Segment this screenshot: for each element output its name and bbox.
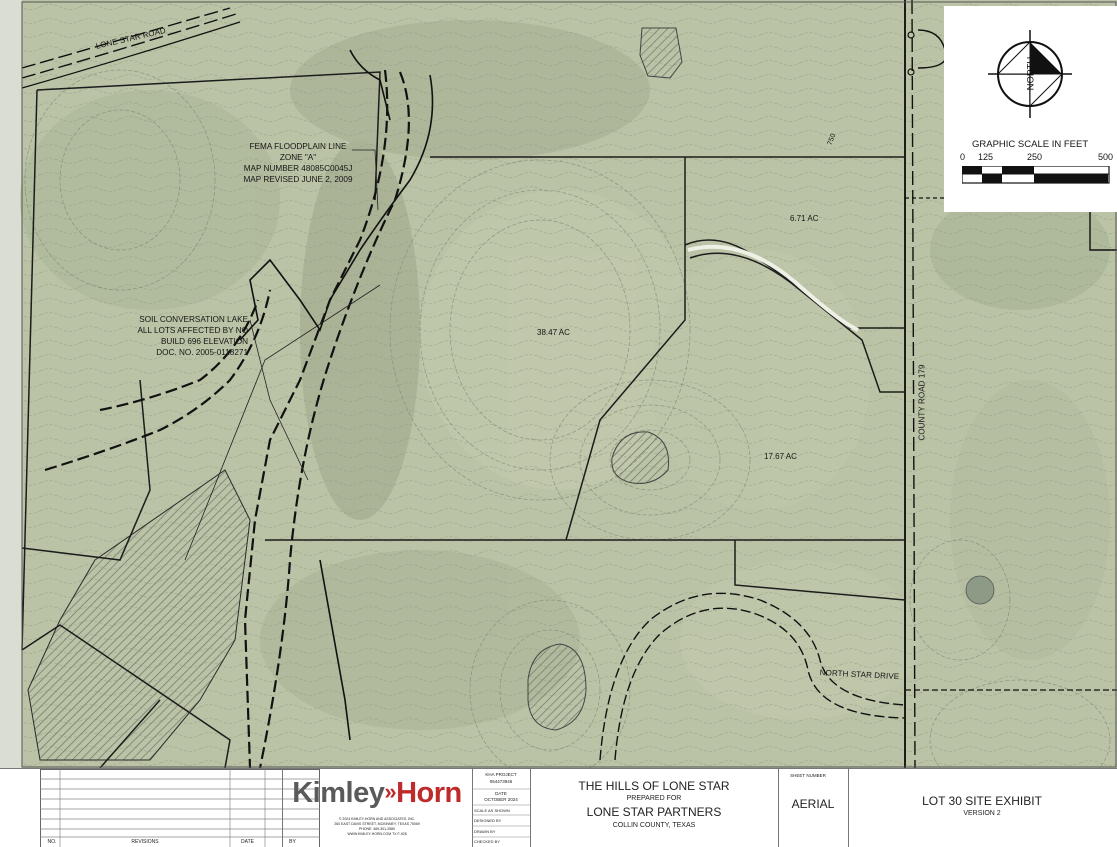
sheet-number-cell [778,769,849,847]
lot-lines [21,0,906,768]
north-arrow-scale-box: NORTH GRAPHIC SCALE IN FEET 0 125 250 50… [944,6,1117,212]
project-title: THE HILLS OF LONE STAR [578,779,730,793]
revisions-label: REVISIONS [131,839,159,845]
lake-southwest [27,469,251,761]
revisions-table [40,769,320,847]
floodplain-note-line-3: MAP NUMBER 48085C0045J [243,164,353,173]
pond-center [611,431,670,484]
date-label: DATE [495,791,507,796]
scale-title: GRAPHIC SCALE IN FEET [972,139,1089,150]
project-info-cell [472,769,531,847]
floodplain-lines [44,69,410,768]
firm-line-2: 260 EAST DAVIS STREET, MCKINNEY, TEXAS 7… [334,822,420,826]
sheet-number-label: SHEET NUMBER [790,773,826,778]
stream-channels [239,49,434,741]
logo-cell [282,769,473,847]
floodplain-note: FEMA FLOODPLAIN LINE ZONE "A" MAP NUMBER… [238,141,358,185]
pond-north [639,27,683,79]
prepared-for-label: PREPARED FOR [626,795,682,802]
firm-address: © 2024 KIMLEY-HORN AND ASSOCIATES, INC. … [290,817,464,837]
scale-tick-500: 500 [1098,152,1114,162]
floodplain-note-line-1: FEMA FLOODPLAIN LINE [249,142,347,151]
kha-project-label: KHA PROJECT [485,772,517,777]
pond-east [965,575,995,605]
revisions-by-label: BY [289,839,296,845]
firm-line-1: © 2024 KIMLEY-HORN AND ASSOCIATES, INC. [338,817,416,821]
lake-note-line-3: BUILD 696 ELEVATION [160,337,248,346]
kha-project-number: 064473946 [489,779,513,784]
aerial-map [0,0,1117,768]
project-info-grid [472,788,530,838]
scale-value: SCALE AS SHOWN [474,808,510,813]
tract-label-17-67: 17.67 AC [764,452,797,461]
project-title-cell [530,769,779,847]
designed-by: DESIGNED BY [474,818,502,823]
lake-note-line-2: ALL LOTS AFFECTED BY NO [137,326,248,335]
revisions-date-label: DATE [241,839,254,845]
date-value: OCTOBER 2024 [484,797,518,802]
note-leaders [184,149,381,561]
sheet-border [21,1,1117,768]
title-block: NO. REVISIONS DATE BY Kimley»Horn © 2024… [0,768,1117,847]
north-arrow-icon [988,30,1072,118]
county-road-179-label: COUNTY ROAD 179 [917,364,927,441]
scale-bar [962,166,1110,184]
checked-by: CHECKED BY [474,839,501,844]
scale-tick-125: 125 [978,152,994,162]
north-label: NORTH [1025,56,1037,91]
scale-tick-0: 0 [960,152,966,162]
lake-note: SOIL CONVERSATION LAKE ALL LOTS AFFECTED… [108,314,248,358]
lake-note-line-1: SOIL CONVERSATION LAKE [139,315,248,324]
lake-note-line-4: DOC. NO. 2005-0118271 [156,348,248,357]
firm-line-4: WWW.KIMLEY-HORN.COM TX F-928 [347,832,407,836]
firm-line-3: PHONE: 469-301-2580 [358,827,396,831]
project-location: COLLIN COUNTY, TEXAS [612,822,696,829]
tract-label-6-71: 6.71 AC [790,214,819,223]
exhibit-title: LOT 30 SITE EXHIBIT [922,794,1042,808]
north-star-drive [599,244,906,761]
sheet-number: AERIAL [791,797,835,811]
revisions-no-label: NO. [47,839,57,845]
left-margin-strip [0,0,22,768]
pond-south [527,643,587,731]
logo-horn: Horn [396,777,462,809]
logo-kimley: Kimley [292,777,385,809]
exhibit-title-cell [848,769,1117,847]
chevron-icon: » [384,779,397,804]
kimley-horn-logo: Kimley»Horn [290,777,464,810]
scale-tick-250: 250 [1027,152,1043,162]
client-name: LONE STAR PARTNERS [586,805,722,819]
lone-star-road [21,7,241,89]
floodplain-note-line-2: ZONE "A" [279,153,317,162]
drawn-by: DRAWN BY [474,829,496,834]
tract-label-38-47: 38.47 AC [537,328,570,337]
floodplain-note-line-4: MAP REVISED JUNE 2, 2009 [243,175,353,184]
exhibit-version: VERSION 2 [963,810,1001,817]
